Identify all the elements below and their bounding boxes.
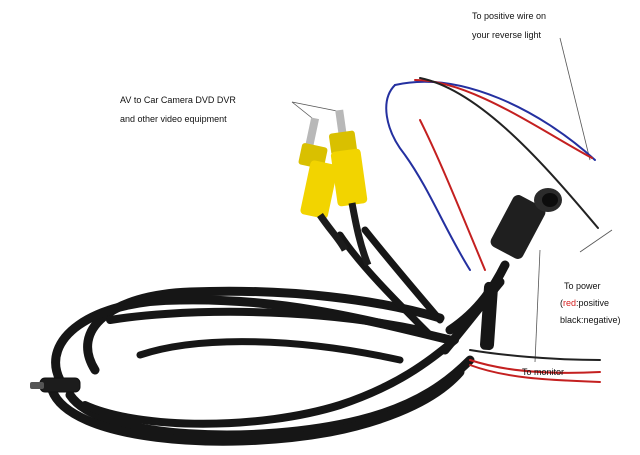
label-reverse-light-line2: your reverse light — [472, 30, 542, 40]
rca-plugs — [298, 109, 372, 267]
leader-line-av — [291, 101, 313, 119]
label-monitor: To monitor — [522, 366, 564, 379]
label-av-output-line2: and other video equipment — [120, 114, 227, 124]
leader-line-reverse — [559, 37, 591, 161]
label-av-output-line1: AV to Car Camera DVD DVR — [120, 95, 236, 105]
leader-line-av-2 — [291, 101, 343, 113]
label-power: To power (red:positive black:negative) — [560, 278, 621, 329]
label-power-line1: To power — [564, 281, 601, 291]
label-av-output: AV to Car Camera DVD DVR and other video… — [120, 94, 236, 126]
label-power-line2: (red:positive — [560, 298, 610, 308]
label-power-positive: :positive — [576, 298, 610, 308]
leader-line-monitor — [534, 249, 541, 363]
leader-line-power — [579, 229, 613, 253]
coiled-cable — [30, 226, 510, 446]
monitor-connector — [479, 188, 562, 351]
signal-wires — [385, 77, 601, 383]
label-monitor-text: To monitor — [522, 367, 565, 377]
leader-lines — [291, 37, 613, 363]
label-power-line3: black:negative) — [560, 315, 621, 325]
label-power-red-word: red — [563, 298, 577, 308]
label-reverse-light-line1: To positive wire on — [472, 11, 547, 21]
label-reverse-light: To positive wire on your reverse light — [472, 10, 546, 42]
